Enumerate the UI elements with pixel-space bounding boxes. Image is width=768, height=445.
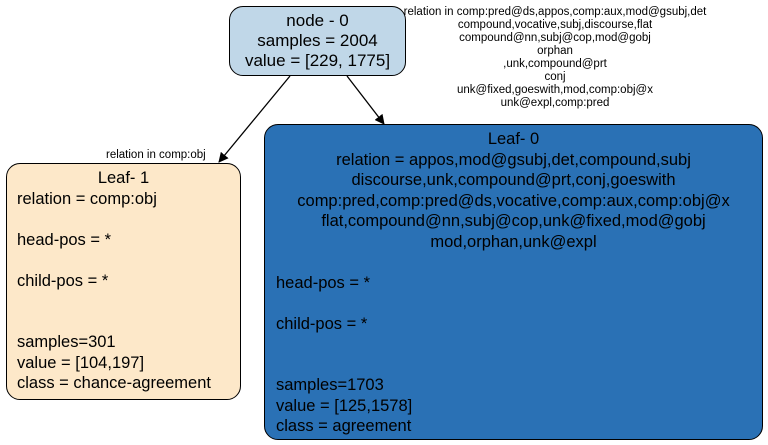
edge-label-line: compound,vocative,subj,discourse,flat (457, 19, 653, 31)
node-relation-line: relation = appos,mod@gsubj,det,compound,… (336, 150, 691, 169)
node-value: value = [229, 1775] (244, 51, 391, 70)
node-title: node - 0 (286, 11, 349, 30)
node-samples: samples = 2004 (257, 31, 378, 50)
edge-label-line: unk@fixed,goeswith,mod,comp:obj@x (457, 84, 653, 96)
node-relation-line: mod,orphan,unk@expl (430, 232, 597, 251)
edge-root-to-leaf1 (218, 75, 291, 163)
node-relation-line: comp:pred,comp:pred@ds,vocative,comp:aux… (297, 191, 730, 210)
edge-root-to-leaf0 (346, 75, 385, 125)
node-head-pos: head-pos = * (276, 273, 371, 292)
node-head-pos: head-pos = * (17, 230, 112, 249)
root-node: node - 0 samples = 2004 value = [229, 17… (229, 6, 406, 76)
node-title: Leaf- 0 (487, 130, 540, 148)
edge-label-line: unk@expl,comp:pred (500, 97, 610, 109)
edge-label-line: ,unk,compound@prt (503, 58, 607, 70)
node-class: class = chance-agreement (17, 374, 211, 392)
node-child-pos: child-pos = * (276, 314, 368, 333)
leaf-1-node: Leaf- 1 relation = comp:obj head-pos = *… (6, 163, 241, 400)
edge-label-right: relation in comp:pred@ds,appos,comp:aux,… (380, 6, 730, 110)
node-class: class = agreement (276, 417, 412, 435)
edge-label-line: compound@nn,subj@cop,mod@gobj (459, 32, 651, 44)
node-title: Leaf- 1 (97, 169, 150, 187)
edge-label-line: conj (544, 71, 566, 83)
leaf-0-node: Leaf- 0 relation = appos,mod@gsubj,det,c… (264, 124, 763, 440)
edge-label-left: relation in comp:obj (106, 149, 206, 162)
node-relation: relation = comp:obj (17, 189, 157, 208)
node-relation-line: flat,compound@nn,subj@cop,unk@fixed,mod@… (321, 212, 706, 230)
node-value: value = [125,1578] (276, 396, 413, 415)
edge-label-line: relation in comp:pred@ds,appos,comp:aux,… (403, 6, 707, 18)
edge-label-line: orphan (537, 45, 573, 57)
node-relation-line: discourse,unk,compound@prt,conj,goeswith (351, 171, 676, 189)
edge-label-text: relation in comp:obj (106, 149, 206, 161)
node-child-pos: child-pos = * (17, 271, 109, 290)
node-samples: samples=301 (17, 333, 116, 351)
node-samples: samples=1703 (276, 376, 384, 394)
node-value: value = [104,197] (17, 353, 145, 372)
